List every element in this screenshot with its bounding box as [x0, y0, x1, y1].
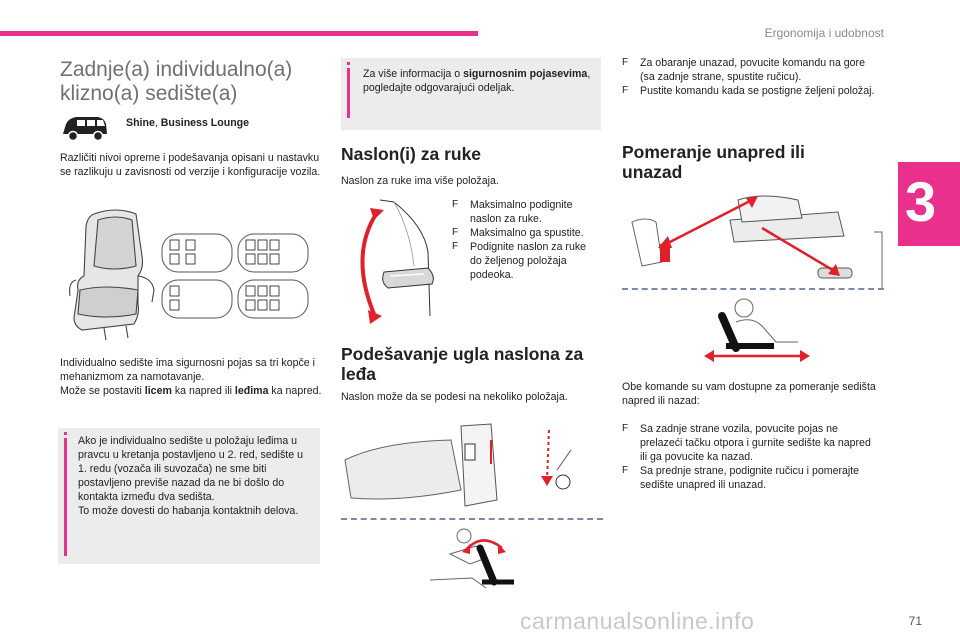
slide-intro: Obe komande su vam dostupne za pomeranje…: [622, 381, 876, 407]
page-number: 71: [908, 614, 922, 628]
backrest-step-2: Pustite komandu kada se postigne željeni…: [640, 85, 875, 97]
bullet-marker: F: [452, 227, 459, 238]
bullet-marker: F: [452, 241, 459, 252]
list-item: F Pustite komandu kada se postigne željen…: [622, 84, 880, 98]
list-item: F Podignite naslon za ruke do željenog po…: [452, 240, 600, 282]
armrest-intro: Naslon za ruke ima više položaja.: [341, 175, 499, 187]
warning-text: Ako je individualno sedište u položaju l…: [78, 434, 310, 518]
backrest-title: Podešavanje ugla naslona za leđa: [341, 344, 584, 384]
seat-illustration: [69, 209, 309, 341]
list-item: F Maksimalno podignite naslon za ruke.: [452, 198, 600, 226]
warning-box: Ako je individualno sedište u položaju l…: [58, 428, 320, 564]
header-accent-bar: [0, 31, 478, 36]
armrest-step-2: Maksimalno ga spustite.: [470, 227, 584, 239]
slide-title: Pomeranje unapred ili unazad: [622, 142, 805, 182]
info-icon: [347, 62, 350, 65]
version-labels: Shine, Business Lounge: [126, 116, 249, 130]
version-label-shine: Shine: [126, 117, 155, 129]
info-text: Za više informacija o sigurnosnim pojase…: [363, 67, 591, 95]
bullet-marker: F: [622, 85, 629, 96]
seat-desc-2d: leđima: [234, 385, 269, 397]
list-item: F Sa prednje strane, podignite ručicu i p…: [622, 464, 880, 492]
divider-dashed: [341, 518, 603, 520]
info-text-b: sigurnosnim pojasevima: [463, 68, 588, 80]
seat-desc-1: Individualno sedište ima sigurnosni poja…: [60, 357, 315, 383]
seat-desc-2e: ka napred.: [268, 385, 322, 397]
version-separator: ,: [154, 117, 161, 129]
bullet-marker: F: [622, 57, 629, 68]
chapter-title: Ergonomija i udobnost: [764, 26, 884, 40]
chapter-number: 3: [905, 170, 937, 233]
info-bar: [347, 68, 350, 118]
list-item: F Maksimalno ga spustite.: [452, 226, 600, 240]
backrest-angle-illustration: [429, 528, 514, 589]
slide-steps: F Sa zadnje strane vozila, povucite pojas…: [622, 422, 880, 492]
bullet-marker: F: [452, 199, 459, 210]
slide-step-1: Sa zadnje strane vozila, povucite pojas …: [640, 423, 871, 463]
info-box-seatbelts: Za više informacija o sigurnosnim pojase…: [341, 58, 601, 130]
divider-dashed: [622, 288, 884, 290]
seat-rail-illustration: [631, 195, 883, 288]
seat-desc-2a: Može se postaviti: [60, 385, 145, 397]
info-bar: [64, 438, 67, 556]
info-text-a: Za više informacija o: [363, 68, 464, 80]
armrest-step-1: Maksimalno podignite naslon za ruke.: [470, 199, 573, 225]
seat-description: Individualno sedište ima sigurnosni poja…: [60, 356, 322, 398]
backrest-step-1: Za obaranje unazad, povucite komandu na …: [640, 57, 865, 83]
seat-desc-2b: licem: [144, 385, 172, 397]
info-icon: [64, 432, 67, 435]
backrest-steps: F Za obaranje unazad, povucite komandu na…: [622, 56, 880, 98]
armrest-title: Naslon(i) za ruke: [341, 144, 482, 164]
warning-text-1: Ako je individualno sedište u položaju l…: [78, 435, 303, 503]
chapter-tab: [898, 162, 960, 246]
bullet-marker: F: [622, 465, 629, 476]
watermark: carmanualsonline.info: [520, 608, 755, 634]
van-icon: [63, 117, 107, 142]
seat-slide-illustration: [704, 298, 810, 362]
armrest-step-3: Podignite naslon za ruke do željenog pol…: [470, 241, 587, 281]
backrest-intro: Naslon može da se podesi na nekoliko pol…: [341, 391, 568, 403]
slide-step-2: Sa prednje strane, podignite ručicu i po…: [640, 465, 860, 491]
page-title: Zadnje(a) individualno(a) klizno(a) sedi…: [60, 58, 293, 105]
warning-text-2: To može dovesti do habanja kontaktnih de…: [78, 505, 299, 517]
list-item: F Sa zadnje strane vozila, povucite pojas…: [622, 422, 880, 464]
info-text-c: , pogledajte odgovarajući odeljak.: [363, 68, 591, 94]
list-item: F Za obaranje unazad, povucite komandu na…: [622, 56, 880, 84]
seat-desc-2c: ka napred ili: [171, 385, 235, 397]
intro-text: Različiti nivoi opreme i podešavanja opi…: [60, 152, 321, 178]
version-label-lounge: Business Lounge: [160, 117, 250, 129]
armrest-illustration: [360, 199, 434, 324]
backrest-lever-illustration: [344, 423, 572, 507]
bullet-marker: F: [622, 423, 629, 434]
